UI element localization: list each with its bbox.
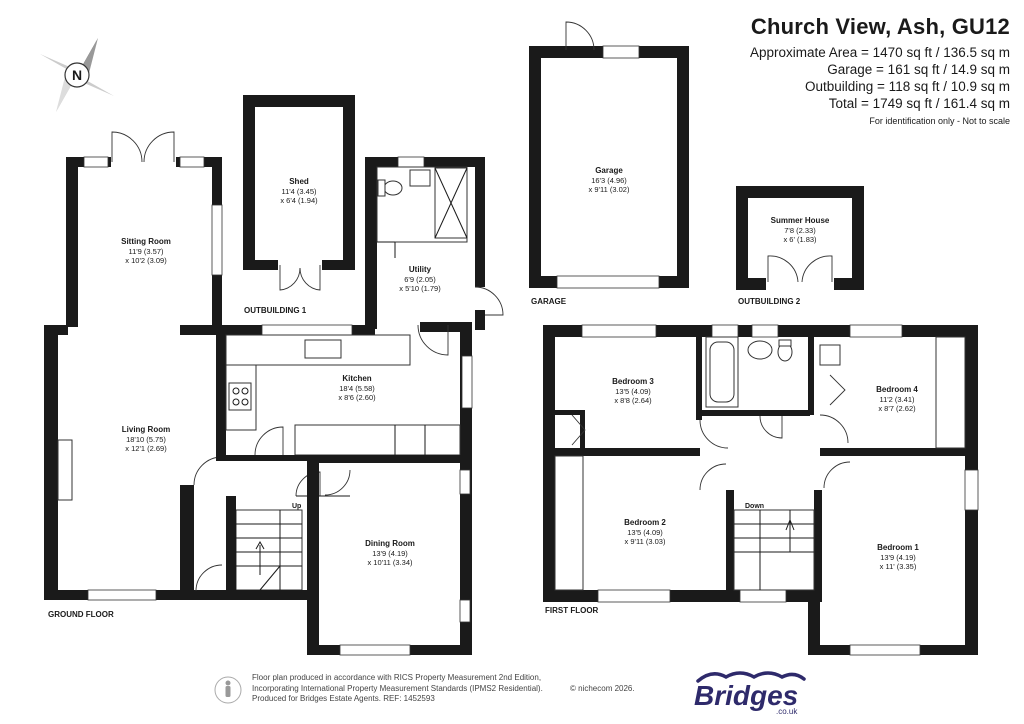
room-dimension: x 10'2 (3.09) [125,256,167,265]
garage-plan: Garage 16'3 (4.96) x 9'11 (3.02) GARAGE [529,21,689,306]
room-name: Bedroom 3 [612,377,654,386]
room-dimension: 11'9 (3.57) [128,247,164,256]
area-line: Garage = 161 sq ft / 14.9 sq m [827,62,1010,77]
room-dimension: 13'5 (4.09) [627,528,663,537]
room-dimension: 11'4 (3.45) [281,187,317,196]
room-name: Shed [289,177,309,186]
room-dimension: x 6'4 (1.94) [280,196,318,205]
room-dimension: x 6' (1.83) [783,235,817,244]
floor-label-outbuilding-2: OUTBUILDING 2 [738,297,801,306]
ground-floor-plan: Sitting Room 11'9 (3.57) x 10'2 (3.09) L… [44,131,504,656]
bridges-logo: Bridges .co.uk [694,671,806,716]
room-dimension: 16'3 (4.96) [591,176,627,185]
room-name: Dining Room [365,539,415,548]
header: Church View, Ash, GU12 Approximate Area … [750,14,1010,126]
room-name: Utility [409,265,432,274]
first-floor-plan: Bedroom 3 13'5 (4.09) x 8'8 (2.64) Bedro… [543,324,979,656]
room-name: Bedroom 4 [876,385,918,394]
floor-label-garage: GARAGE [531,297,567,306]
room-name: Kitchen [342,374,371,383]
footer-text: Floor plan produced in accordance with R… [252,673,635,705]
stairs-up-label: Up [292,503,301,510]
logo-domain: .co.uk [776,707,798,716]
logo-wordmark: Bridges [694,680,798,711]
scale-note: For identification only - Not to scale [869,116,1010,126]
room-name: Living Room [122,425,170,434]
room-dimension: 18'10 (5.75) [126,435,166,444]
compass-label: N [72,67,82,83]
area-line: Approximate Area = 1470 sq ft / 136.5 sq… [749,45,1010,60]
room-dimension: x 8'7 (2.62) [878,404,916,413]
area-line: Total = 1749 sq ft / 161.4 sq m [828,96,1010,111]
room-dimension: 13'5 (4.09) [615,387,651,396]
footer-line: Floor plan produced in accordance with R… [252,673,542,682]
floor-label-outbuilding-1: OUTBUILDING 1 [244,306,307,315]
outbuilding-1-plan: Shed 11'4 (3.45) x 6'4 (1.94) OUTBUILDIN… [243,95,355,315]
room-dimension: x 12'1 (2.69) [125,444,167,453]
floor-label-ground: GROUND FLOOR [48,610,114,619]
footer-line: Produced for Bridges Estate Agents. REF:… [252,694,435,703]
room-name: Bedroom 2 [624,518,666,527]
room-dimension: 6'9 (2.05) [404,275,436,284]
room-dimension: x 9'11 (3.03) [625,537,666,546]
room-dimension: x 11' (3.35) [880,562,917,571]
room-name: Sitting Room [121,237,171,246]
property-title: Church View, Ash, GU12 [750,14,1010,39]
room-dimension: x 8'6 (2.60) [338,393,376,402]
outbuilding-2-plan: Summer House 7'8 (2.33) x 6' (1.83) OUTB… [736,186,864,306]
room-name: Summer House [771,216,830,225]
room-dimension: x 8'8 (2.64) [614,396,652,405]
person-icon [214,676,242,704]
room-dimension: x 10'11 (3.34) [367,558,413,567]
room-name: Bedroom 1 [877,543,919,552]
room-dimension: 13'9 (4.19) [880,553,916,562]
room-dimension: 11'2 (3.41) [879,395,915,404]
copyright: © nichecom 2026. [570,684,635,693]
stairs-down-label: Down [745,503,764,510]
floor-label-first: FIRST FLOOR [545,606,599,615]
room-dimension: x 9'11 (3.02) [589,185,630,194]
room-name: Garage [595,166,623,175]
area-line: Outbuilding = 118 sq ft / 10.9 sq m [805,79,1010,94]
room-dimension: 7'8 (2.33) [784,226,816,235]
room-dimension: 13'9 (4.19) [372,549,408,558]
room-dimension: x 5'10 (1.79) [399,284,441,293]
footer-line: Incorporating International Property Mea… [252,683,543,693]
room-dimension: 18'4 (5.58) [339,384,375,393]
compass: N [40,38,114,112]
